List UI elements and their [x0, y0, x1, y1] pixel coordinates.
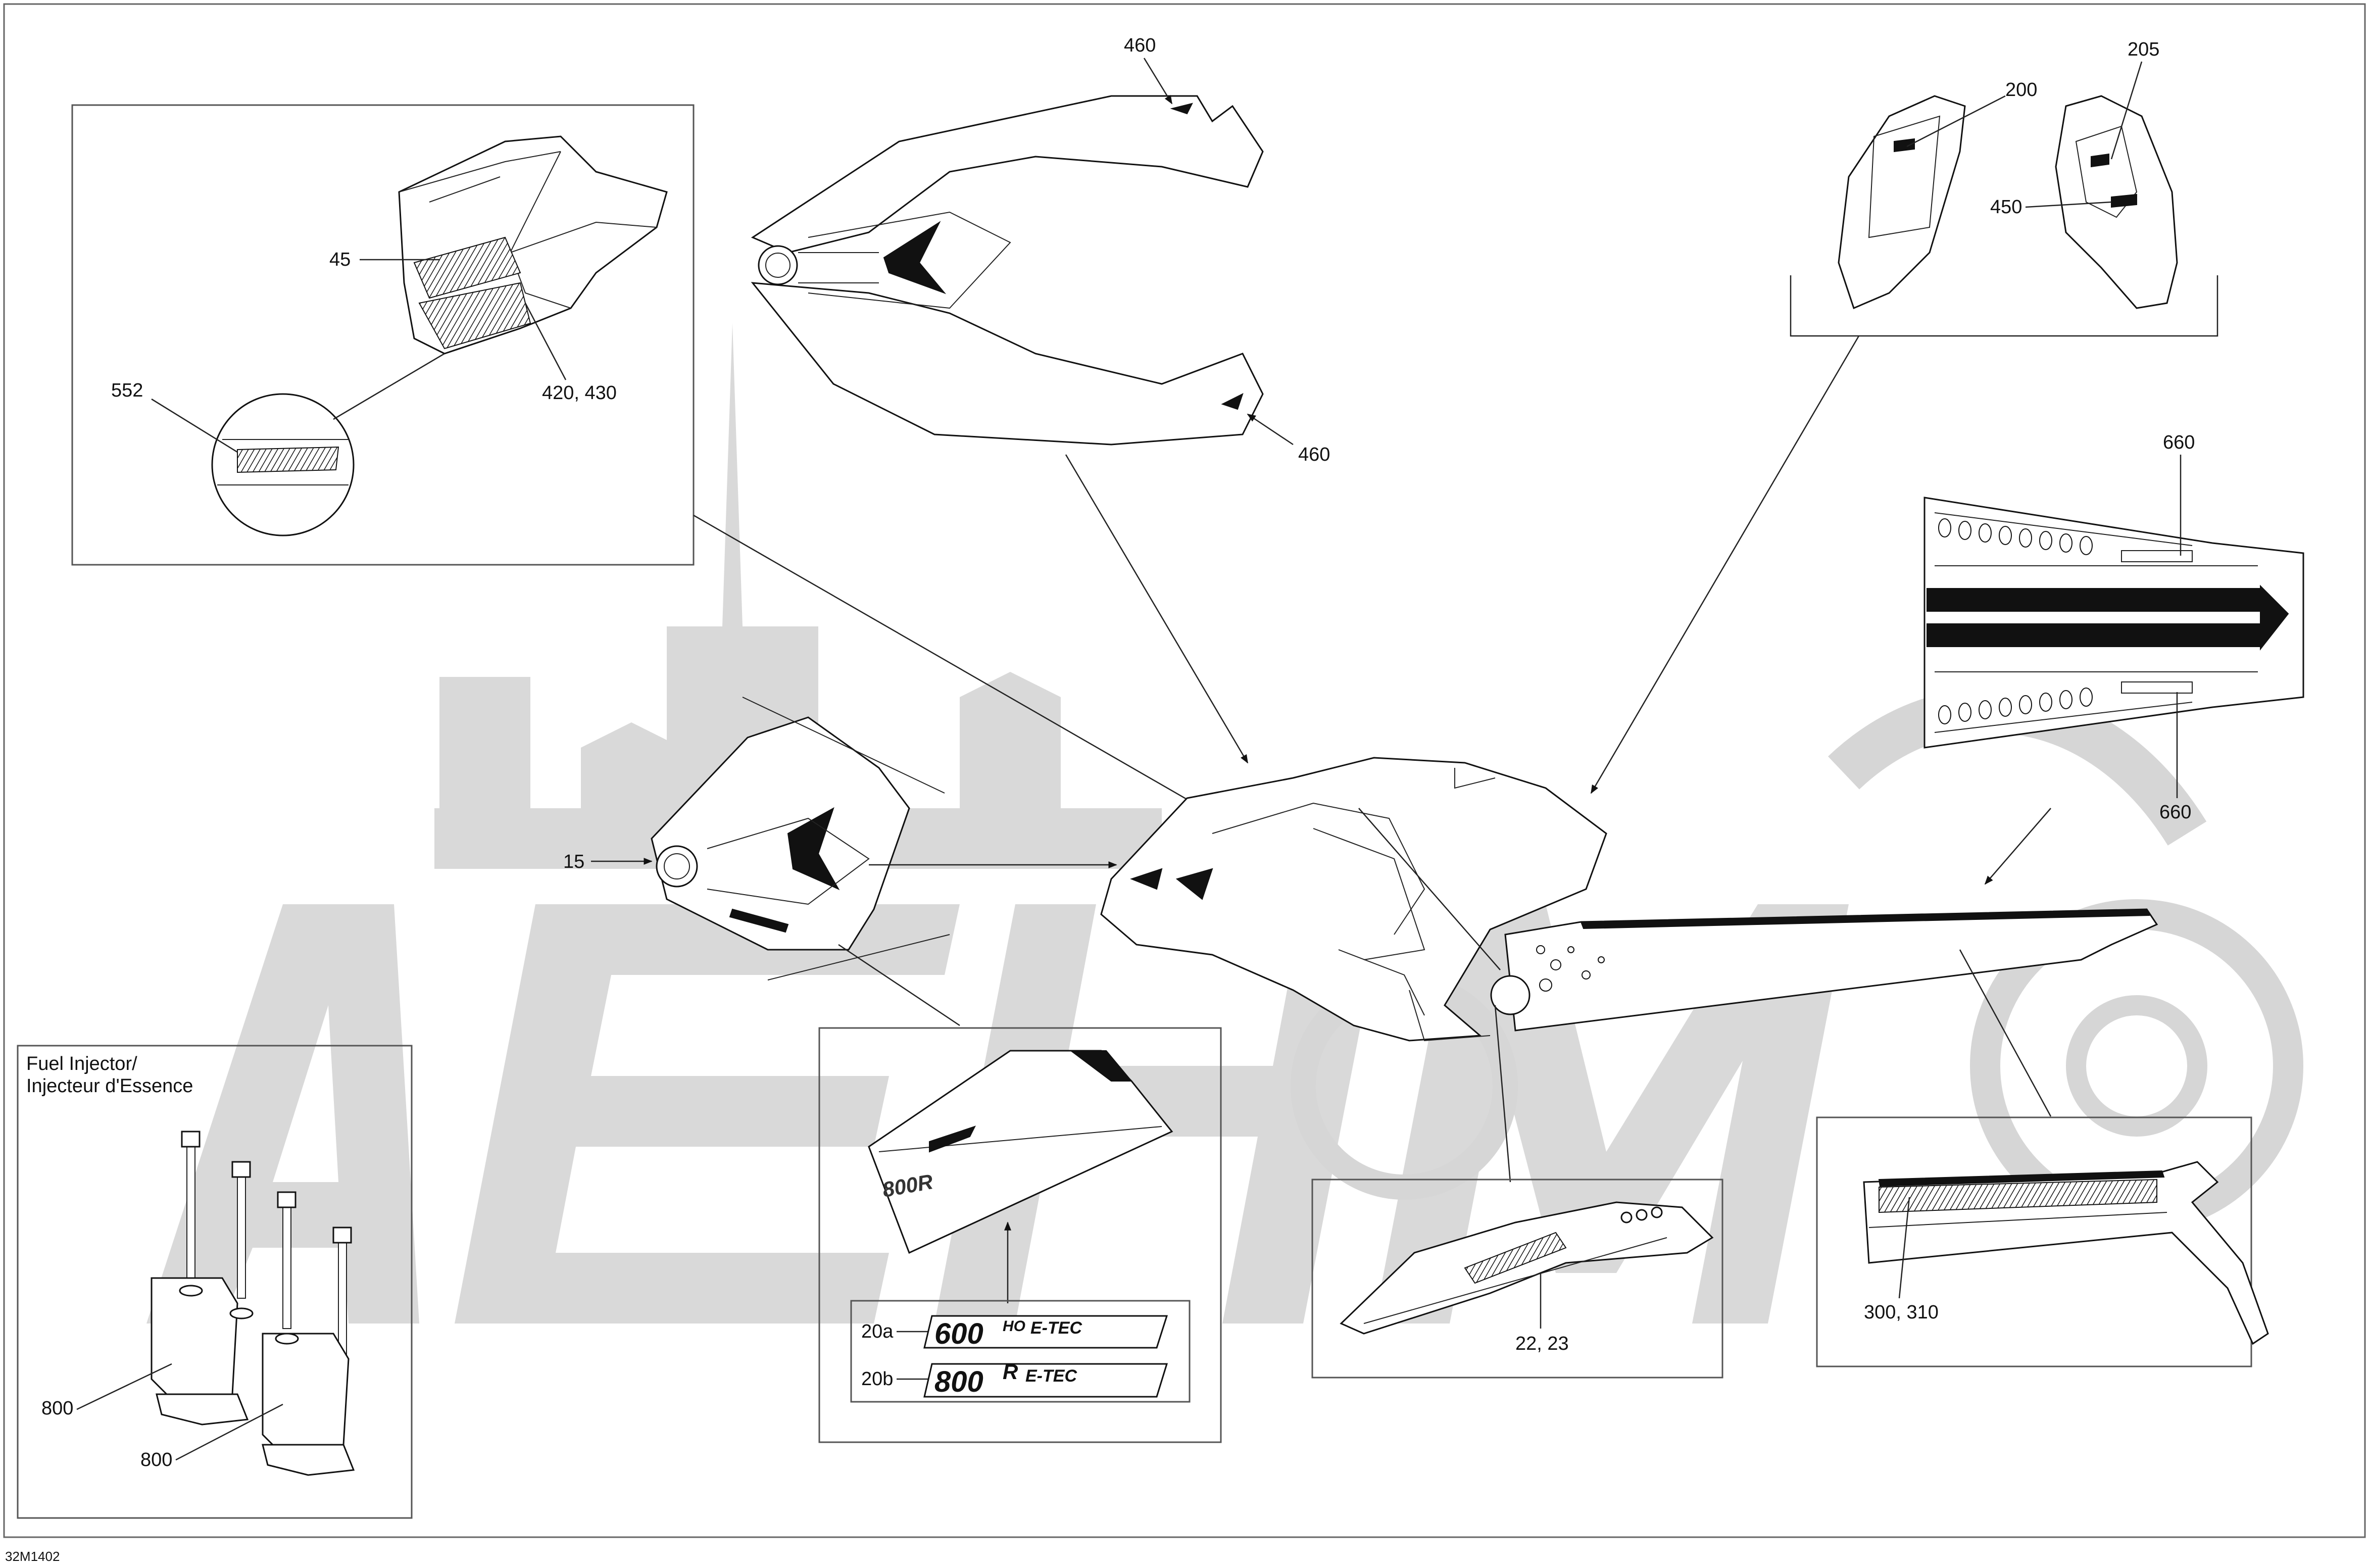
- leader-420-430: [524, 303, 567, 380]
- leader-552: [151, 398, 238, 453]
- leader-side-panels-to-assembly: [1590, 335, 1860, 794]
- decal-600-ho-etec: 600 HO E-TEC: [923, 1315, 1168, 1350]
- callout-420-430: 420, 430: [542, 382, 617, 404]
- fuel-injector-drawing: [151, 1131, 355, 1476]
- page-border: [3, 3, 2366, 1538]
- decal-800-number: 800: [934, 1365, 983, 1398]
- leader-assembly-to-inset-300: [1959, 949, 2052, 1117]
- leader-460-top: [1143, 58, 1173, 105]
- leader-tunnel-to-assembly: [1984, 808, 2051, 885]
- leader-inset-to-assembly: [693, 514, 1238, 829]
- nose-drawing: [651, 697, 950, 981]
- callout-660-bottom: 660: [2159, 802, 2191, 823]
- callout-45: 45: [329, 249, 351, 270]
- callout-450: 450: [1990, 197, 2022, 218]
- hood-drawing: [751, 95, 1264, 446]
- drawing-code: 32M1402: [5, 1549, 60, 1564]
- tunnel-top-view-drawing: [1923, 497, 2304, 749]
- decal-location-drawing: 800R: [868, 1050, 1173, 1254]
- tunnel-decal-drawing: [1863, 1161, 2269, 1345]
- leader-800-b: [175, 1403, 283, 1461]
- leader-300-310: [1898, 1197, 1910, 1299]
- leader-200: [1906, 95, 2006, 148]
- inset-box-fuel-injector: [17, 1045, 413, 1519]
- callout-800-a: 800: [41, 1398, 73, 1419]
- fuel-injector-title-en: Fuel Injector/: [26, 1053, 137, 1074]
- callout-15: 15: [563, 851, 584, 872]
- leader-hood-to-assembly: [1065, 454, 1249, 764]
- inset-box-side-panel: [71, 104, 695, 566]
- fuel-injector-title-fr: Injecteur d'Essence: [26, 1075, 193, 1097]
- callout-460-top: 460: [1124, 35, 1156, 56]
- inset-box-tunnel-decal: [1816, 1116, 2252, 1367]
- side-panels-drawing: [1838, 95, 2178, 310]
- leader-assembly-to-inset-22: [1494, 1005, 1511, 1183]
- callout-460-bottom: 460: [1298, 444, 1330, 465]
- leader-nose-to-decal-box: [838, 944, 960, 1026]
- inset-box-nose-decal: [1311, 1179, 1723, 1379]
- nose-decal-drawing: [1340, 1201, 1714, 1335]
- callout-22-23: 22, 23: [1515, 1333, 1569, 1354]
- decal-600-suffix: HO: [1003, 1318, 1025, 1335]
- side-panel-drawing: [211, 135, 668, 536]
- decal-600-number: 600: [934, 1317, 983, 1350]
- callout-660-top: 660: [2163, 432, 2195, 453]
- bracket-side-panels: [1790, 275, 2218, 337]
- inset-box-decals: [818, 1027, 1222, 1443]
- callout-552: 552: [111, 380, 143, 401]
- callout-205: 205: [2128, 39, 2159, 60]
- callout-20a: 20a: [861, 1321, 894, 1342]
- leader-assembly-internal: [1358, 808, 1501, 970]
- leader-205: [2110, 61, 2143, 160]
- decal-800-tag: E-TEC: [1025, 1366, 1077, 1386]
- decal-800-suffix: R: [1003, 1360, 1018, 1384]
- decal-800-r-etec: 800 R E-TEC: [923, 1360, 1168, 1398]
- main-assembly-drawing: [1100, 757, 2158, 1042]
- callout-800-b: 800: [140, 1449, 172, 1471]
- decal-600-tag: E-TEC: [1030, 1318, 1082, 1338]
- callout-200: 200: [2005, 79, 2037, 101]
- leader-460-bottom: [1247, 413, 1294, 446]
- callout-20b: 20b: [861, 1368, 893, 1390]
- leader-800-a: [76, 1363, 172, 1410]
- callout-300-310: 300, 310: [1864, 1302, 1939, 1323]
- decal-sample-box: [850, 1300, 1191, 1403]
- leader-450: [2025, 201, 2112, 208]
